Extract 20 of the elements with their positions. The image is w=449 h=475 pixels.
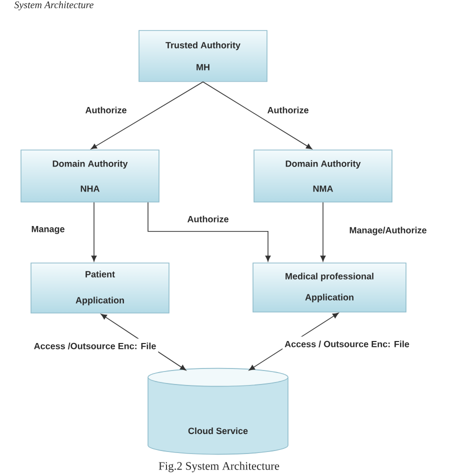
edge-label: Manage — [29, 222, 67, 238]
heading: System Architecture — [14, 1, 94, 10]
edge-label: Authorize — [185, 212, 231, 226]
arrow — [148, 202, 271, 262]
application-box: Patient Application — [30, 262, 170, 314]
arrow — [91, 202, 97, 262]
arrow — [320, 202, 326, 262]
edge-label: Authorize — [83, 102, 129, 118]
caption: Fig.2 System Architecture — [158, 462, 280, 472]
application-box: Medical professional Application — [252, 262, 406, 312]
edge-label: Manage/Authorize — [347, 222, 429, 240]
authority-box: Trusted Authority MH — [138, 30, 268, 82]
authority-box: Domain Authority NMA — [254, 150, 392, 202]
edge-label: Access / Outsource Enc: File — [282, 336, 412, 352]
edge-label: Access /Outsource Enc: File — [32, 338, 158, 354]
arrow — [90, 82, 204, 150]
database-cylinder: Cloud Service — [148, 368, 288, 455]
arrow — [202, 82, 312, 150]
edge-label: Authorize — [265, 102, 311, 118]
authority-box: Domain Authority NHA — [20, 150, 160, 202]
